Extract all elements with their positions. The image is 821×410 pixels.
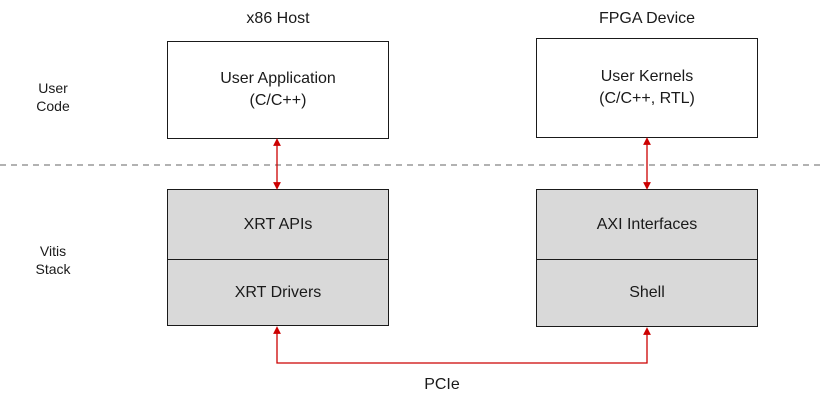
device-column-title: FPGA Device <box>598 10 696 27</box>
host-stack-divider <box>168 259 388 260</box>
xrt-apis-cell: XRT APIs <box>243 215 313 233</box>
host-stack: XRT APIs XRT Drivers <box>167 189 389 326</box>
pcie-link-arrow <box>273 326 651 364</box>
user-code-row-label: User Code <box>18 79 88 115</box>
host-column-title: x86 Host <box>246 10 310 27</box>
user-code-label-line2: Code <box>36 98 70 114</box>
device-stack-divider <box>537 259 757 260</box>
vitis-stack-label-line2: Stack <box>35 261 71 277</box>
user-application-title: User Application <box>220 70 336 87</box>
pcie-label: PCIe <box>424 376 460 393</box>
user-kernels-title: User Kernels <box>600 68 694 85</box>
axi-interfaces-cell: AXI Interfaces <box>596 215 698 233</box>
vitis-stack-row-label: Vitis Stack <box>18 242 88 278</box>
user-kernels-box: User Kernels (C/C++, RTL) <box>536 38 758 138</box>
user-application-language: (C/C++) <box>249 92 307 109</box>
user-code-label-line1: User <box>38 80 68 96</box>
device-stack: AXI Interfaces Shell <box>536 189 758 327</box>
user-kernels-language: (C/C++, RTL) <box>599 90 695 107</box>
xrt-drivers-cell: XRT Drivers <box>234 283 322 301</box>
vitis-stack-label-line1: Vitis <box>39 243 67 259</box>
shell-cell: Shell <box>629 284 665 301</box>
